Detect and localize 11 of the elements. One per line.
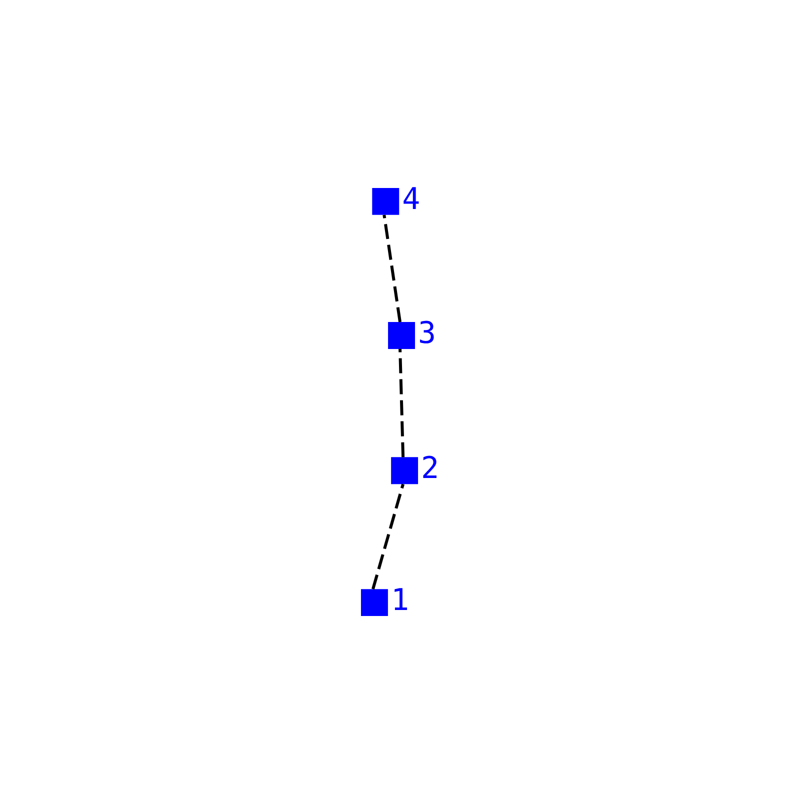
node-box [388, 322, 416, 348]
node-box [372, 187, 400, 214]
node-label: 1 [390, 582, 409, 618]
connector [372, 483, 404, 589]
connector [382, 214, 402, 322]
connector [398, 348, 405, 457]
node-label: 2 [421, 450, 440, 486]
node-box [391, 456, 418, 484]
node-box [360, 588, 388, 616]
node-label: 3 [418, 315, 436, 350]
node-label: 4 [402, 181, 420, 216]
